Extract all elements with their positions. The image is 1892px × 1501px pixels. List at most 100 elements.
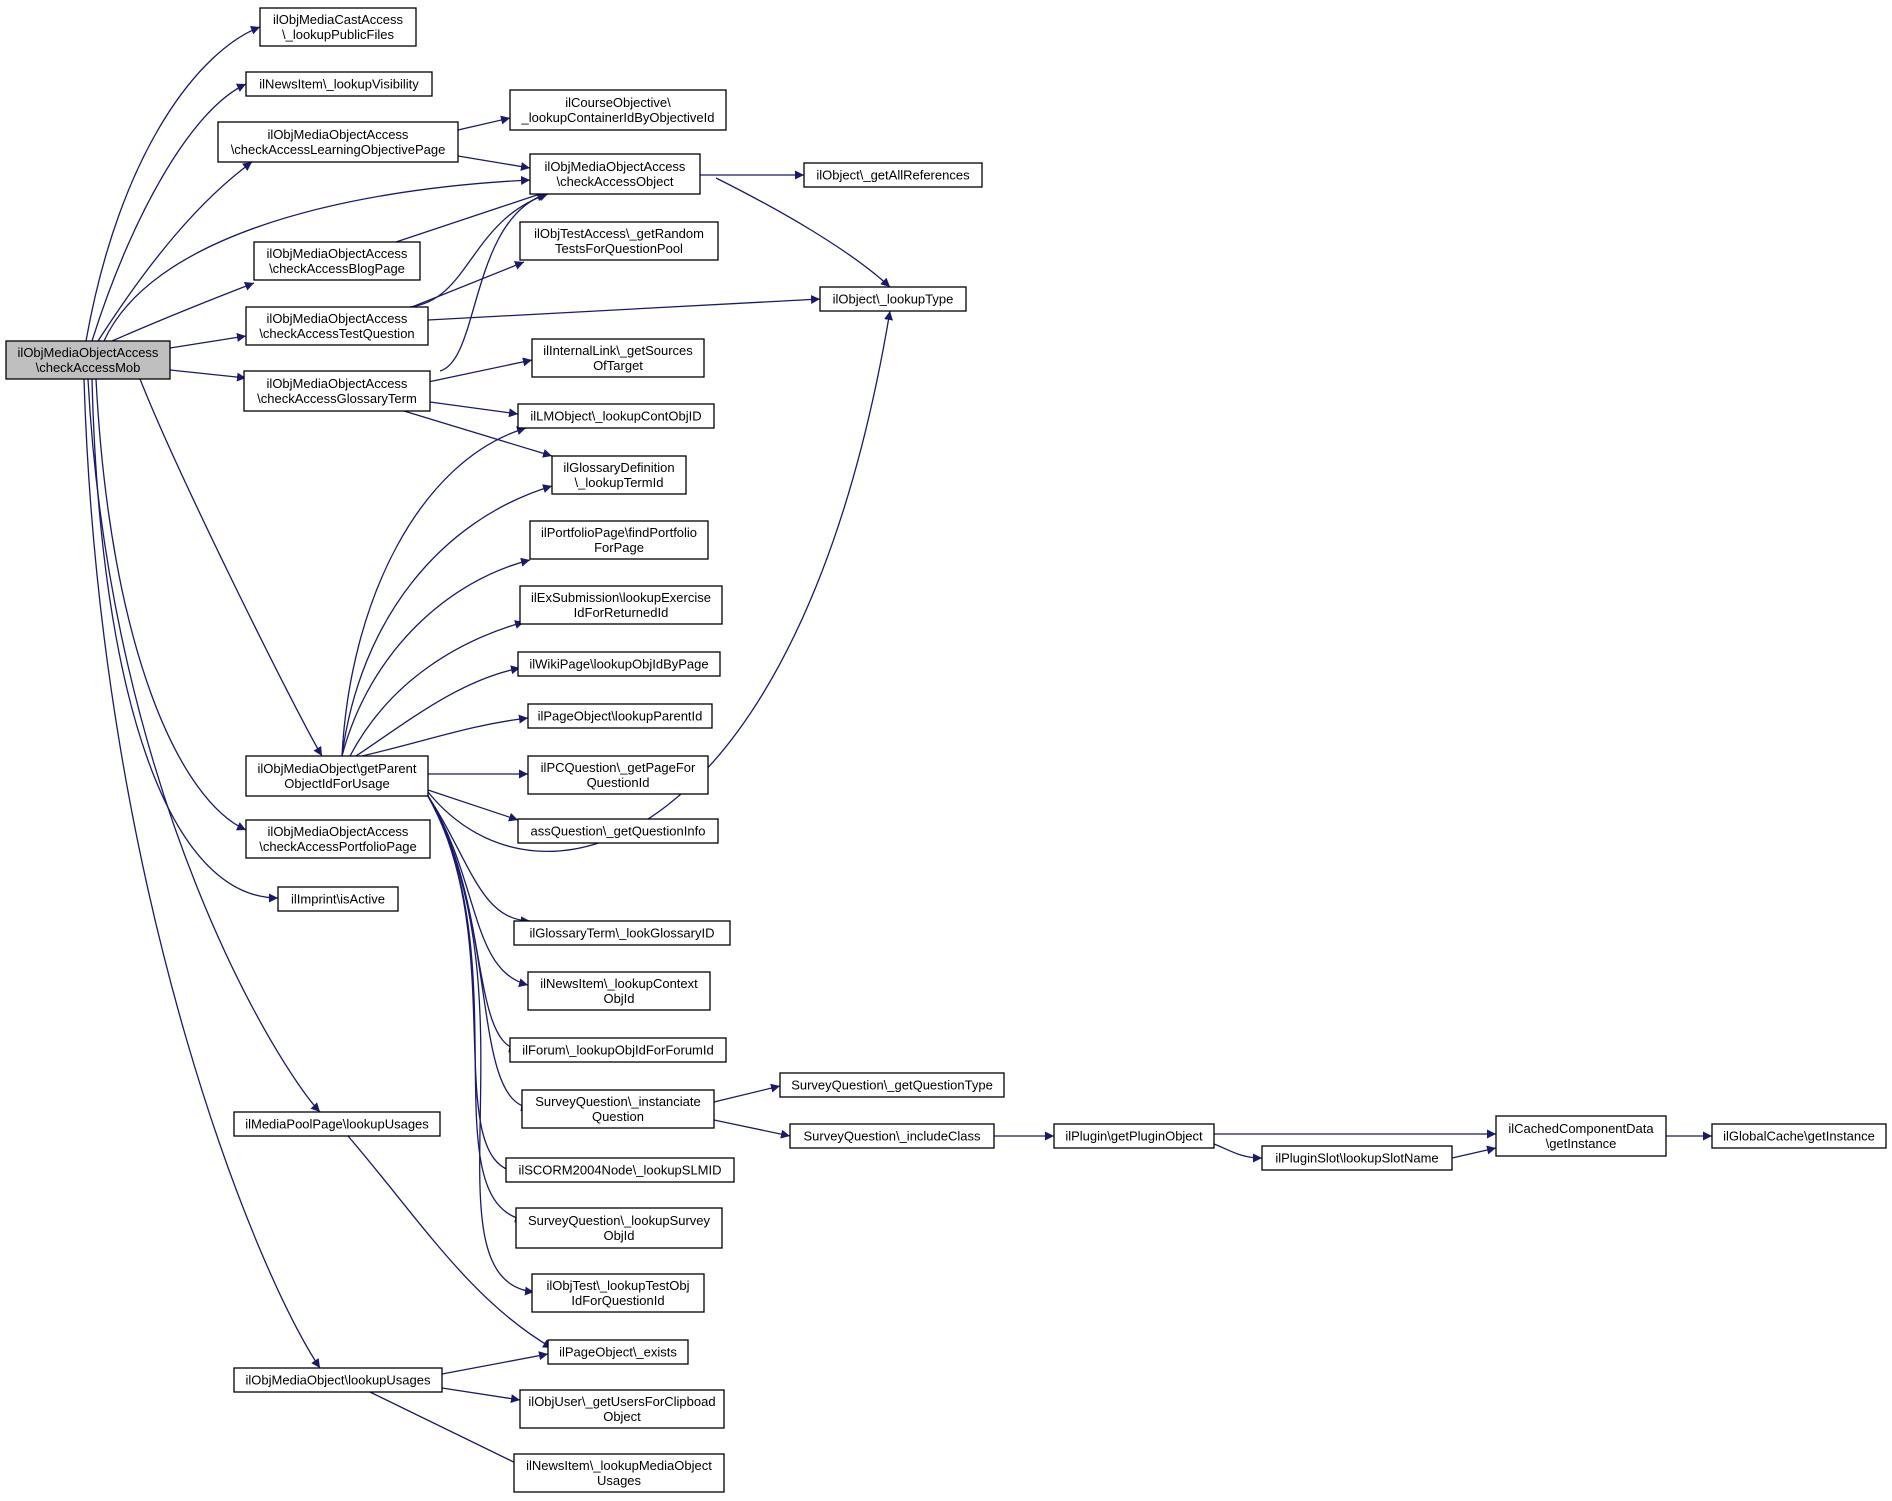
edge-cao-to-lookuptype xyxy=(715,177,891,288)
node-lookuptype[interactable]: ilObject\_lookupType xyxy=(819,286,967,312)
node-box xyxy=(519,1389,725,1429)
node-globcache[interactable]: ilGlobalCache\getInstance xyxy=(1711,1123,1887,1149)
node-newsvis[interactable]: ilNewsItem\_lookupVisibility xyxy=(245,71,433,97)
node-testq[interactable]: ilObjMediaObjectAccess\checkAccessTestQu… xyxy=(245,306,429,346)
node-box xyxy=(529,153,701,195)
node-label: \checkAccessTestQuestion xyxy=(259,326,414,341)
node-label: SurveyQuestion\_instanciate xyxy=(535,1094,700,1109)
edge-mousages-to-newsmo xyxy=(369,1391,531,1471)
edge-gpo-to-scorm xyxy=(427,795,517,1176)
node-gpo[interactable]: ilObjMediaObject\getParentObjectIdForUsa… xyxy=(245,755,429,797)
node-box xyxy=(517,651,721,677)
node-cached[interactable]: ilCachedComponentData\getInstance xyxy=(1495,1115,1667,1157)
node-imprint[interactable]: ilImprint\isActive xyxy=(277,886,399,912)
edge-calop-to-cao xyxy=(457,155,531,171)
node-forum[interactable]: ilForum\_lookupObjIdForForumId xyxy=(509,1037,727,1063)
node-box xyxy=(803,162,983,188)
edge-gpo-to-surveyobj xyxy=(427,795,525,1223)
node-inclclass[interactable]: SurveyQuestion\_includeClass xyxy=(789,1123,995,1149)
node-label: _lookupContainerIdByObjectiveId xyxy=(521,110,715,125)
node-box xyxy=(233,1367,443,1393)
node-box xyxy=(245,306,429,346)
node-label: \checkAccessObject xyxy=(556,174,673,189)
edge-root-to-testq xyxy=(169,332,247,349)
node-glossterm[interactable]: ilObjMediaObjectAccess\checkAccessGlossa… xyxy=(243,370,431,412)
node-label: Object xyxy=(603,1409,641,1424)
node-blog[interactable]: ilObjMediaObjectAccess\checkAccessBlogPa… xyxy=(253,241,421,281)
node-box xyxy=(245,755,429,797)
edge-gpo-to-assq xyxy=(427,789,519,822)
node-scorm[interactable]: ilSCORM2004Node\_lookupSLMID xyxy=(505,1157,735,1183)
node-box xyxy=(243,370,431,412)
node-cao[interactable]: ilObjMediaObjectAccess\checkAccessObject xyxy=(529,153,701,195)
node-pageparent[interactable]: ilPageObject\lookupParentId xyxy=(527,703,713,729)
node-label: QuestionId xyxy=(587,775,650,790)
node-courseobj[interactable]: ilCourseObjective\_lookupContainerIdByOb… xyxy=(509,89,727,131)
node-portacc[interactable]: ilObjMediaObjectAccess\checkAccessPortfo… xyxy=(245,819,431,859)
node-label: \_lookupTermId xyxy=(575,475,664,490)
edge-gpo-to-exsub xyxy=(349,620,525,757)
node-label: ilObjMediaObjectAccess xyxy=(545,159,686,174)
node-randtests[interactable]: ilObjTestAccess\_getRandomTestsForQuesti… xyxy=(519,221,719,261)
node-box xyxy=(551,455,687,495)
node-root[interactable]: ilObjMediaObjectAccess\checkAccessMob xyxy=(5,340,171,380)
node-label: ilImprint\isActive xyxy=(291,892,385,907)
node-glossdef[interactable]: ilGlossaryDefinition\_lookupTermId xyxy=(551,455,687,495)
node-glossid[interactable]: ilGlossaryTerm\_lookGlossaryID xyxy=(513,920,731,946)
edge-root-to-blog xyxy=(111,282,255,342)
node-pageexists[interactable]: ilPageObject\_exists xyxy=(547,1339,689,1365)
edge-gpo-to-glossdef xyxy=(341,484,553,757)
node-calop[interactable]: ilObjMediaObjectAccess\checkAccessLearni… xyxy=(217,121,459,163)
node-label: IdForQuestionId xyxy=(571,1293,664,1308)
node-box xyxy=(1495,1115,1667,1157)
node-label: \getInstance xyxy=(1546,1136,1617,1151)
node-wiki[interactable]: ilWikiPage\lookupObjIdByPage xyxy=(517,651,721,677)
node-box xyxy=(527,971,711,1011)
edge-glossterm-to-cao xyxy=(439,192,547,372)
edge-root-to-newsvis xyxy=(91,83,247,342)
node-box xyxy=(789,1123,995,1149)
node-label: ilObject\_lookupType xyxy=(833,292,954,307)
node-label: ilObjMediaObject\getParent xyxy=(258,761,417,776)
node-label: ilPCQuestion\_getPageFor xyxy=(541,760,696,775)
node-label: ilObjMediaCastAccess xyxy=(273,12,404,27)
edge-gpo-to-pageparent xyxy=(361,714,529,757)
node-plugobj[interactable]: ilPlugin\getPluginObject xyxy=(1053,1123,1215,1149)
node-label: ilGlossaryTerm\_lookGlossaryID xyxy=(530,926,715,941)
node-label: ilObjUser\_getUsersForClipboad xyxy=(528,1394,715,1409)
node-label: ilNewsItem\_lookupVisibility xyxy=(259,77,419,92)
node-mousages[interactable]: ilObjMediaObject\lookupUsages xyxy=(233,1367,443,1393)
node-lmobj[interactable]: ilLMObject\_lookupContObjID xyxy=(517,403,715,429)
node-label: ilObjMediaObject\lookupUsages xyxy=(246,1373,431,1388)
node-label: \checkAccessLearningObjectivePage xyxy=(231,142,446,157)
node-mppusages[interactable]: ilMediaPoolPage\lookupUsages xyxy=(233,1111,441,1137)
node-label: ilGlossaryDefinition xyxy=(563,460,674,475)
node-label: ObjectIdForUsage xyxy=(284,776,390,791)
node-mcast[interactable]: ilObjMediaCastAccess\_lookupPublicFiles xyxy=(259,7,417,47)
edge-gpo-to-glossid xyxy=(427,795,531,926)
node-qtype[interactable]: SurveyQuestion\_getQuestionType xyxy=(779,1072,1005,1098)
node-box xyxy=(245,819,431,859)
edge-glossterm-to-lmobj xyxy=(429,401,519,418)
node-label: \_lookupPublicFiles xyxy=(282,27,395,42)
node-exsub[interactable]: ilExSubmission\lookupExerciseIdForReturn… xyxy=(519,585,723,625)
node-getallrefs[interactable]: ilObject\_getAllReferences xyxy=(803,162,983,188)
node-label: ilNewsItem\_lookupMediaObject xyxy=(526,1458,712,1473)
edge-root-to-mousages xyxy=(83,378,321,1369)
node-slotname[interactable]: ilPluginSlot\lookupSlotName xyxy=(1261,1145,1453,1171)
node-label: ilPageObject\_exists xyxy=(559,1345,677,1360)
node-assq[interactable]: assQuestion\_getQuestionInfo xyxy=(517,818,719,844)
node-box xyxy=(515,1207,723,1249)
edge-gpo-to-portfolio xyxy=(341,557,531,757)
node-box xyxy=(245,71,433,97)
node-box xyxy=(217,121,459,163)
